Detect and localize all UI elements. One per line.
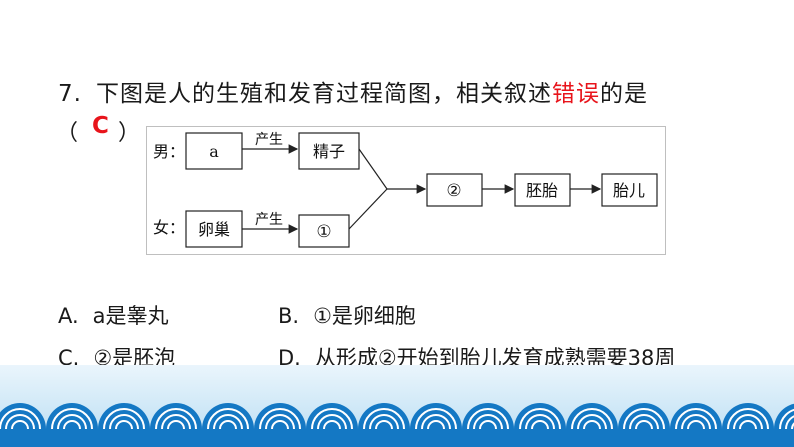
reproduction-diagram: 男： 女： a 产生 精子 卵巢 产生 ① [146, 126, 666, 255]
box-sperm-text: 精子 [313, 142, 345, 161]
wave-ring [271, 420, 289, 430]
question-text-end: 的是 [599, 81, 648, 107]
wave-ring [623, 408, 665, 430]
wave-ring [115, 420, 133, 430]
wave-decoration [0, 365, 794, 447]
wave-ring [63, 420, 81, 430]
female-label: 女： [153, 218, 185, 237]
wave-arcs [0, 403, 794, 430]
option-b-label: B. [278, 304, 300, 328]
option-a-text: a是睾丸 [92, 304, 169, 328]
box-ovary-text: 卵巢 [198, 220, 230, 239]
box-ovary [185, 210, 243, 248]
box-embryo [514, 173, 571, 207]
wave-ring [167, 420, 185, 430]
wave-ring [51, 408, 93, 430]
wave-ring [161, 414, 191, 430]
wave-ring [103, 408, 145, 430]
wave-ring [571, 408, 613, 430]
wave-ring [739, 420, 757, 430]
option-c-label: C. [58, 346, 80, 370]
wave-ring [473, 414, 503, 430]
wave-ring [681, 414, 711, 430]
arrow-female-label: 产生 [255, 212, 283, 228]
box-fetus-text: 胎儿 [613, 181, 645, 200]
wave-ring [467, 408, 509, 430]
question-stem: 7. 下图是人的生殖和发育过程简图，相关叙述错误的是 [58, 74, 648, 108]
diagram-svg: 男： 女： a 产生 精子 卵巢 产生 ① [153, 132, 658, 248]
wave-ring [791, 422, 794, 430]
wave-ring [109, 414, 139, 430]
wave-ring [733, 414, 763, 430]
wave-ring [525, 414, 555, 430]
wave-ring [531, 420, 549, 430]
wave-ring [675, 408, 717, 430]
box-fetus [601, 173, 658, 207]
option-a-label: A. [58, 304, 79, 328]
arrow-male-label: 产生 [255, 132, 283, 148]
question-number: 7. [58, 81, 82, 107]
box-sperm [298, 132, 360, 170]
wave-ring [375, 420, 393, 430]
wave-ring [421, 414, 451, 430]
wave-ring [687, 420, 705, 430]
wave-ring [415, 408, 457, 430]
box-1-text: ① [316, 222, 331, 242]
wave-ring [317, 414, 347, 430]
wave-ring [479, 420, 497, 430]
wave-ring [207, 408, 249, 430]
box-a-text: a [209, 142, 219, 161]
merge-line-bottom [348, 188, 388, 230]
box-2-text: ② [446, 181, 461, 201]
wave-ring [5, 414, 35, 430]
answer-paren-open: （ [56, 121, 79, 146]
wave-ring [427, 420, 445, 430]
wave-ring [779, 408, 794, 430]
wave-ring [727, 408, 769, 430]
option-a: A. a是睾丸 [58, 300, 169, 330]
answer-paren-close: ） [118, 121, 141, 146]
wave-ring [219, 420, 237, 430]
wave-ring [259, 408, 301, 430]
question-highlight: 错误 [551, 81, 600, 107]
box-embryo-text: 胚胎 [526, 181, 558, 200]
wave-ring [577, 414, 607, 430]
wave-ring [323, 420, 341, 430]
wave-ring [0, 408, 41, 430]
wave-ring [635, 420, 653, 430]
option-d-label: D. [278, 346, 301, 370]
option-b-text: ①是卵细胞 [313, 304, 416, 328]
wave-ring [629, 414, 659, 430]
wave-ring [265, 414, 295, 430]
box-1 [298, 214, 350, 248]
option-b: B. ①是卵细胞 [278, 300, 416, 330]
wave-ring [583, 420, 601, 430]
box-a [185, 132, 243, 170]
wave-ring [369, 414, 399, 430]
wave-ring [785, 415, 794, 430]
wave-ring [363, 408, 405, 430]
wave-ring [311, 408, 353, 430]
box-2 [426, 173, 483, 207]
wave-ring [11, 420, 29, 430]
wave-ring [57, 414, 87, 430]
male-label: 男： [153, 142, 185, 161]
answer-value: C [92, 113, 109, 139]
question-text: 下图是人的生殖和发育过程简图，相关叙述 [95, 81, 552, 107]
wave-ring [213, 414, 243, 430]
wave-ring [155, 408, 197, 430]
merge-line-top [358, 148, 388, 190]
wave-ring [519, 408, 561, 430]
